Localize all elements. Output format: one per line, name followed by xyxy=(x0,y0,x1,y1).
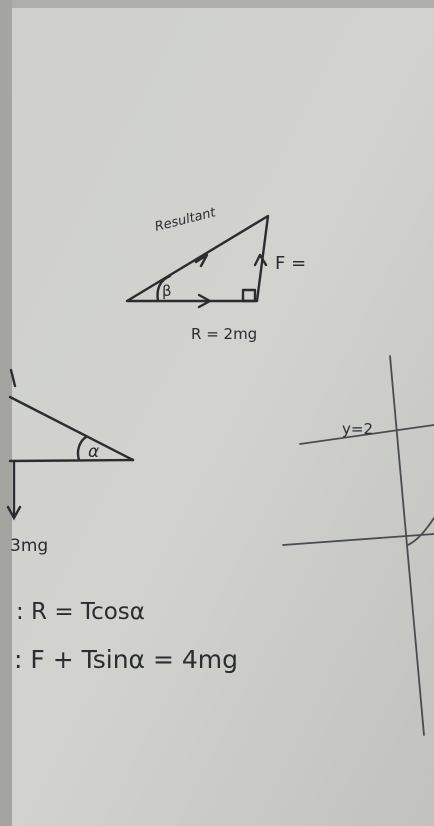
angle-arc-beta xyxy=(156,274,172,303)
board-left-edge xyxy=(0,0,12,826)
label-weight: 3mg xyxy=(10,536,48,556)
label-reaction: R = 2mg xyxy=(191,325,257,343)
horizontal-line xyxy=(8,458,135,463)
tension-diagram xyxy=(6,368,135,521)
graph-y-axis xyxy=(389,355,425,736)
arrow-hypotenuse xyxy=(194,253,209,268)
right-angle-mark xyxy=(241,288,257,303)
tension-stub xyxy=(9,368,17,388)
graph-sketch xyxy=(282,355,434,736)
equation-1: : R = Tcosα xyxy=(16,599,145,625)
arrow-vertical xyxy=(253,253,268,267)
force-triangle xyxy=(125,214,270,309)
weight-arrowhead xyxy=(6,505,22,521)
label-alpha: α xyxy=(88,442,99,462)
label-force: F = xyxy=(275,253,306,274)
angle-arc-alpha xyxy=(76,435,88,462)
board-surface xyxy=(10,8,434,826)
graph-x-axis xyxy=(282,533,434,546)
graph-curve xyxy=(407,517,434,546)
label-beta: β xyxy=(162,282,172,300)
arrow-base xyxy=(197,293,212,309)
equation-2: : F + Tsinα = 4mg xyxy=(14,645,238,674)
label-graph-line: y=2 xyxy=(342,420,373,438)
graph-line-y2 xyxy=(299,424,434,445)
string-line xyxy=(8,395,135,462)
